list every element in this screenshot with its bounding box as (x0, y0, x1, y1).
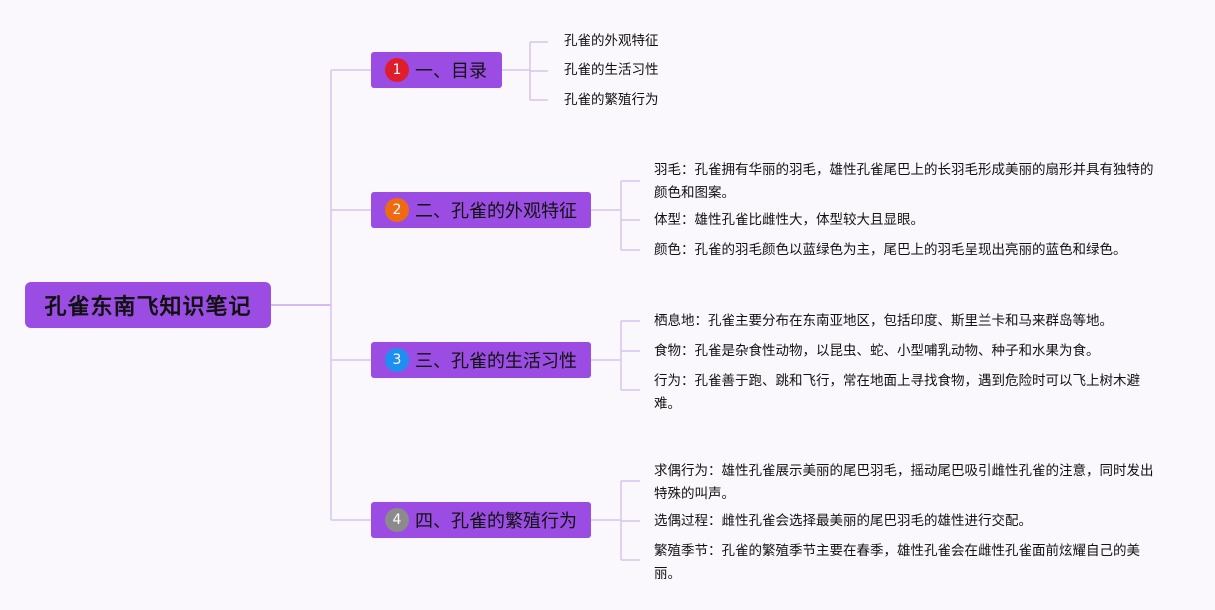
root-node[interactable]: 孔雀东南飞知识笔记 (25, 282, 271, 328)
leaf-item[interactable]: 繁殖季节：孔雀的繁殖季节主要在春季，雄性孔雀会在雌性孔雀面前炫耀自己的美丽。 (654, 543, 1140, 582)
leaf-item[interactable]: 行为：孔雀善于跑、跳和飞行，常在地面上寻找食物，遇到危险时可以飞上树木避难。 (654, 373, 1140, 412)
branch-label: 一、目录 (415, 61, 487, 82)
branch-node-habits[interactable]: 3 三、孔雀的生活习性 (371, 342, 591, 378)
leaf-item[interactable]: 求偶行为：雄性孔雀展示美丽的尾巴羽毛，摇动尾巴吸引雌性孔雀的注意，同时发出特殊的… (654, 463, 1154, 502)
leaf-item[interactable]: 羽毛：孔雀拥有华丽的羽毛，雄性孔雀尾巴上的长羽毛形成美丽的扇形并具有独特的颜色和… (654, 162, 1154, 201)
number-1-badge-icon: 1 (385, 58, 409, 82)
leaf-item[interactable]: 栖息地：孔雀主要分布在东南亚地区，包括印度、斯里兰卡和马来群岛等地。 (654, 313, 1113, 329)
leaf-item[interactable]: 孔雀的繁殖行为 (564, 92, 659, 108)
branch-label: 四、孔雀的繁殖行为 (415, 511, 577, 532)
leaf-item[interactable]: 孔雀的生活习性 (564, 62, 659, 78)
branch-node-contents[interactable]: 1 一、目录 (371, 52, 502, 88)
branch-label: 三、孔雀的生活习性 (415, 351, 577, 372)
branch-label: 二、孔雀的外观特征 (415, 201, 577, 222)
leaf-item[interactable]: 颜色：孔雀的羽毛颜色以蓝绿色为主，尾巴上的羽毛呈现出亮丽的蓝色和绿色。 (654, 242, 1127, 258)
leaf-item[interactable]: 孔雀的外观特征 (564, 33, 659, 49)
leaf-item[interactable]: 体型：雄性孔雀比雌性大，体型较大且显眼。 (654, 212, 924, 228)
leaf-item[interactable]: 食物：孔雀是杂食性动物，以昆虫、蛇、小型哺乳动物、种子和水果为食。 (654, 343, 1100, 359)
leaf-item[interactable]: 选偶过程：雌性孔雀会选择最美丽的尾巴羽毛的雄性进行交配。 (654, 513, 1032, 529)
root-label: 孔雀东南飞知识笔记 (44, 295, 252, 320)
branch-node-breeding[interactable]: 4 四、孔雀的繁殖行为 (371, 502, 591, 538)
number-3-badge-icon: 3 (385, 348, 409, 372)
number-2-badge-icon: 2 (385, 198, 409, 222)
branch-node-appearance[interactable]: 2 二、孔雀的外观特征 (371, 192, 591, 228)
number-4-badge-icon: 4 (385, 508, 409, 532)
